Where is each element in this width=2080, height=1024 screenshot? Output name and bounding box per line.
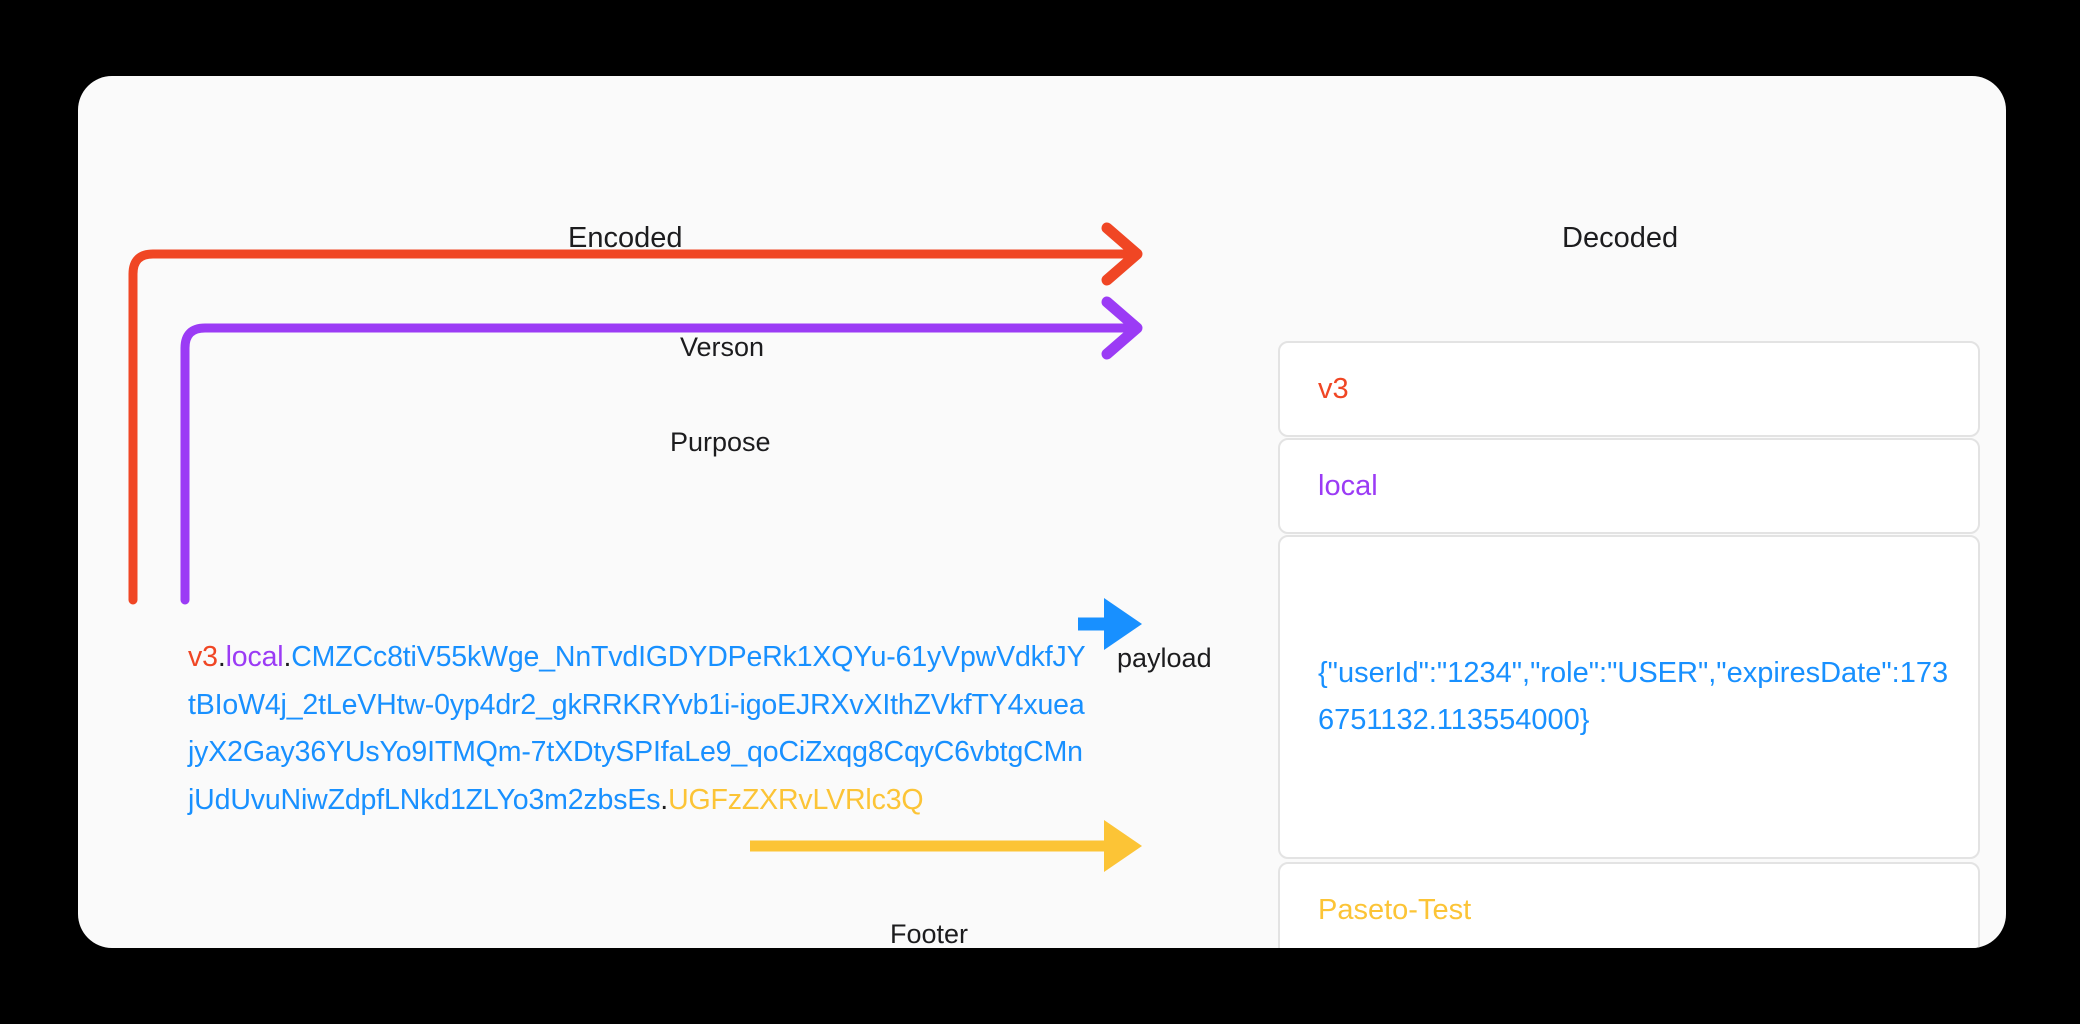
decoded-purpose-box[interactable]: local	[1278, 438, 1980, 534]
payload-arrow-label: payload	[1117, 643, 1212, 673]
token-payload-segment: CMZCc8tiV55kWge_NnTvdIGDYDPeRk1XQYu-61yV…	[188, 641, 1086, 816]
purpose-connector-arrow	[180, 296, 1143, 605]
token-purpose-segment: local	[225, 641, 284, 673]
purpose-arrow-label: Purpose	[670, 427, 771, 457]
decoded-purpose-value: local	[1318, 469, 1378, 502]
token-separator-2: .	[283, 641, 292, 673]
decoded-footer-box[interactable]: Paseto-Test	[1278, 862, 1980, 948]
decoded-payload-value: {"userId":"1234","role":"USER","expiresD…	[1318, 657, 1949, 736]
version-connector-arrow	[128, 222, 1143, 605]
token-separator-3: .	[660, 783, 669, 816]
version-arrow-label: Verson	[680, 332, 765, 362]
token-version-segment: v3	[188, 641, 218, 673]
decoded-payload-box[interactable]: {"userId":"1234","role":"USER","expiresD…	[1278, 535, 1980, 859]
token-separator-1: .	[217, 641, 226, 673]
footer-connector-arrow	[750, 820, 1142, 872]
decoded-footer-value: Paseto-Test	[1318, 893, 1472, 926]
encoded-column-heading: Encoded	[568, 222, 683, 254]
decoded-version-value: v3	[1318, 372, 1349, 405]
encoded-token-text[interactable]: v3.local.CMZCc8tiV55kWge_NnTvdIGDYDPeRk1…	[188, 634, 1088, 824]
token-footer-segment: UGFzZXRvLVRlc3Q	[668, 783, 924, 816]
decoded-version-box[interactable]: v3	[1278, 341, 1980, 437]
footer-arrow-label: Footer	[890, 919, 969, 948]
decoded-column-heading: Decoded	[1562, 222, 1679, 254]
paseto-debugger-card: Encoded Decoded	[78, 76, 2006, 948]
